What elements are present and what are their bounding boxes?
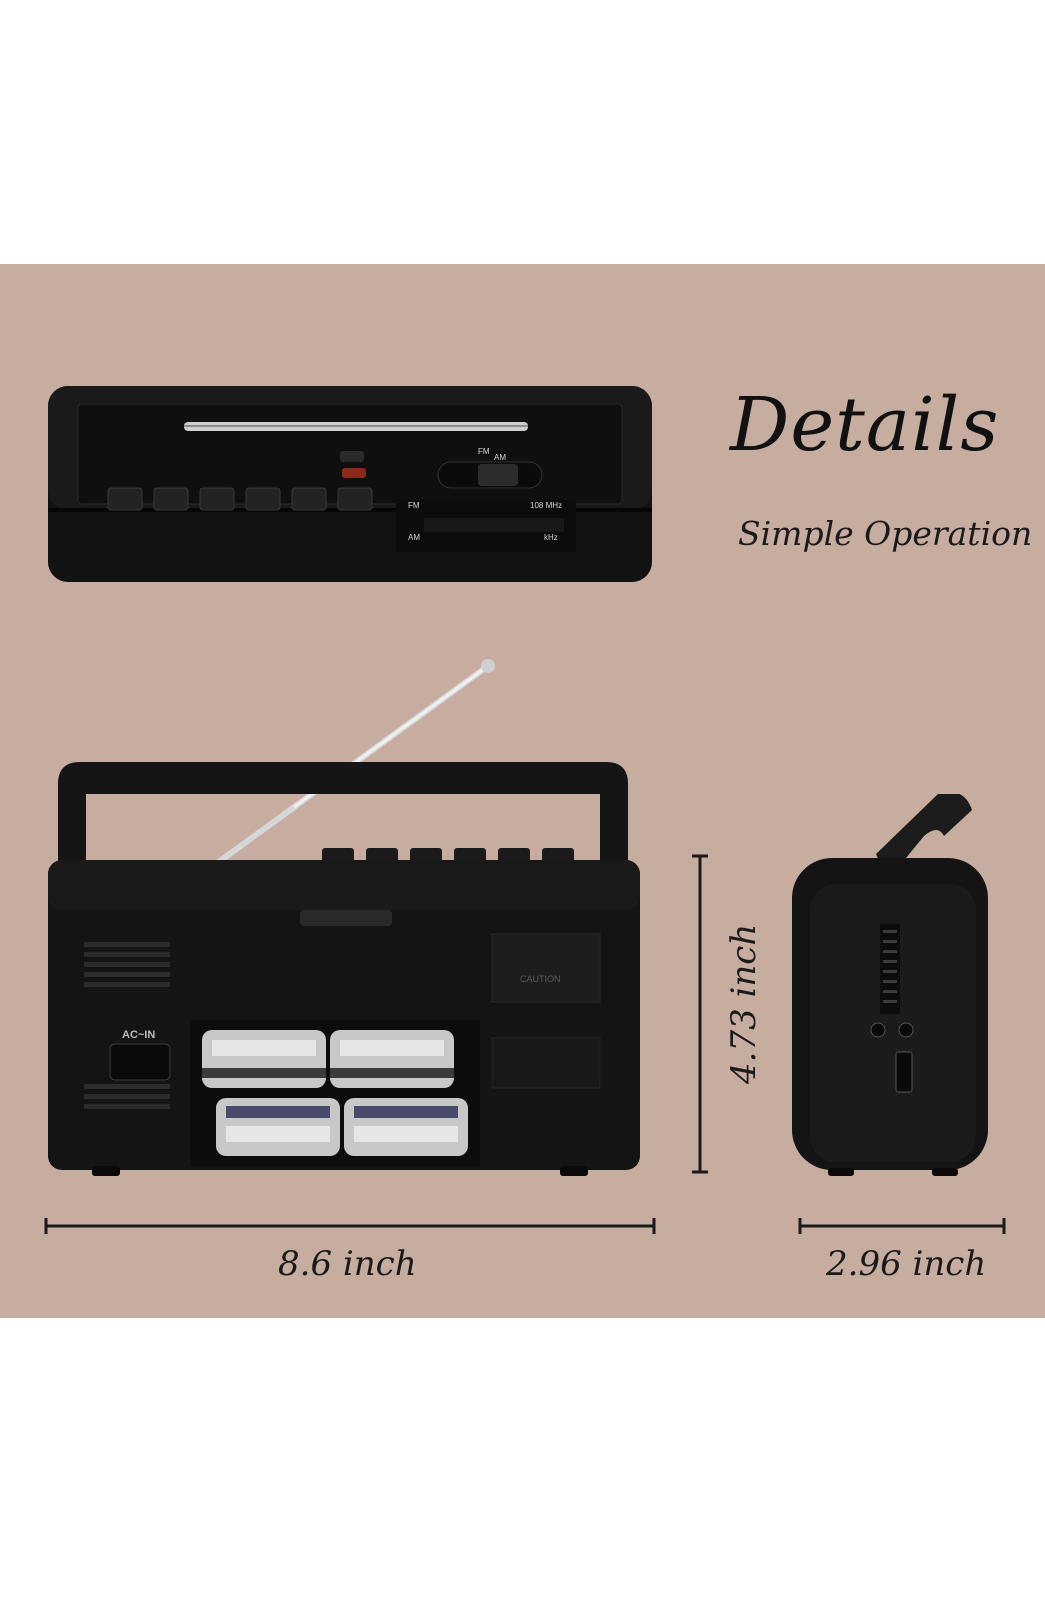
fm-label: FM — [408, 501, 420, 510]
band-switch-am-label: AM — [494, 453, 506, 462]
record-button-red — [342, 468, 366, 478]
width-label: 8.6 inch — [278, 1244, 417, 1284]
radio-top-view: FM AM FM 108 MHz AM kHz — [48, 386, 652, 582]
depth-label: 2.96 inch — [826, 1244, 987, 1284]
radio-side-view — [792, 794, 988, 1176]
details-subtitle: Simple Operation — [738, 514, 1033, 553]
band-switch-fm-label: FM — [478, 447, 490, 456]
radio-rear-view: AC~IN CAUTION — [48, 659, 640, 1176]
battery-cells — [202, 1030, 468, 1156]
am-unit-label: kHz — [544, 533, 558, 542]
height-label: 4.73 inch — [724, 923, 764, 1084]
fm-frequency-label: 108 MHz — [530, 501, 562, 510]
depth-dimension-line — [798, 1218, 1006, 1234]
caution-label: CAUTION — [520, 974, 561, 984]
ac-in-label: AC~IN — [122, 1029, 155, 1041]
product-panel: Details Simple Operation FM AM FM 108 MH… — [0, 264, 1045, 1318]
width-dimension-line — [44, 1218, 656, 1234]
am-label: AM — [408, 533, 420, 542]
height-dimension-line — [692, 854, 708, 1174]
ac-in-port — [109, 1043, 171, 1081]
details-title: Details — [730, 382, 1000, 468]
